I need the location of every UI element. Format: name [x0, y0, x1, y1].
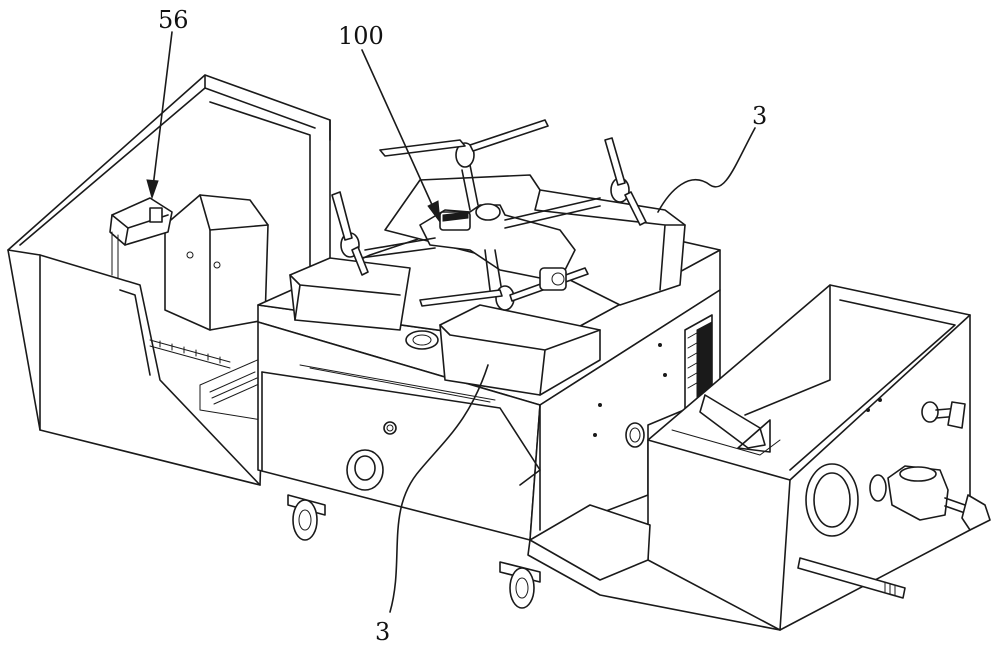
- rod: [797, 557, 906, 599]
- central-cabinet: [257, 249, 721, 541]
- leader-lines: [146, 31, 756, 613]
- actuator-56: [109, 197, 173, 279]
- ref-label-100: 100: [338, 22, 384, 50]
- lower-platform: [527, 504, 781, 631]
- drone: [331, 119, 647, 311]
- motor-housing: [164, 194, 269, 331]
- compartment-left: [289, 257, 411, 331]
- wheel-left: [287, 494, 326, 541]
- drive-chain: [149, 339, 231, 369]
- wheel-right: [499, 561, 541, 609]
- pump-assembly: [869, 401, 991, 531]
- compartment-front: [439, 304, 601, 396]
- ref-label-3-top: 3: [752, 102, 767, 130]
- ref-label-3-bottom: 3: [375, 618, 390, 646]
- ref-label-56: 56: [158, 6, 189, 34]
